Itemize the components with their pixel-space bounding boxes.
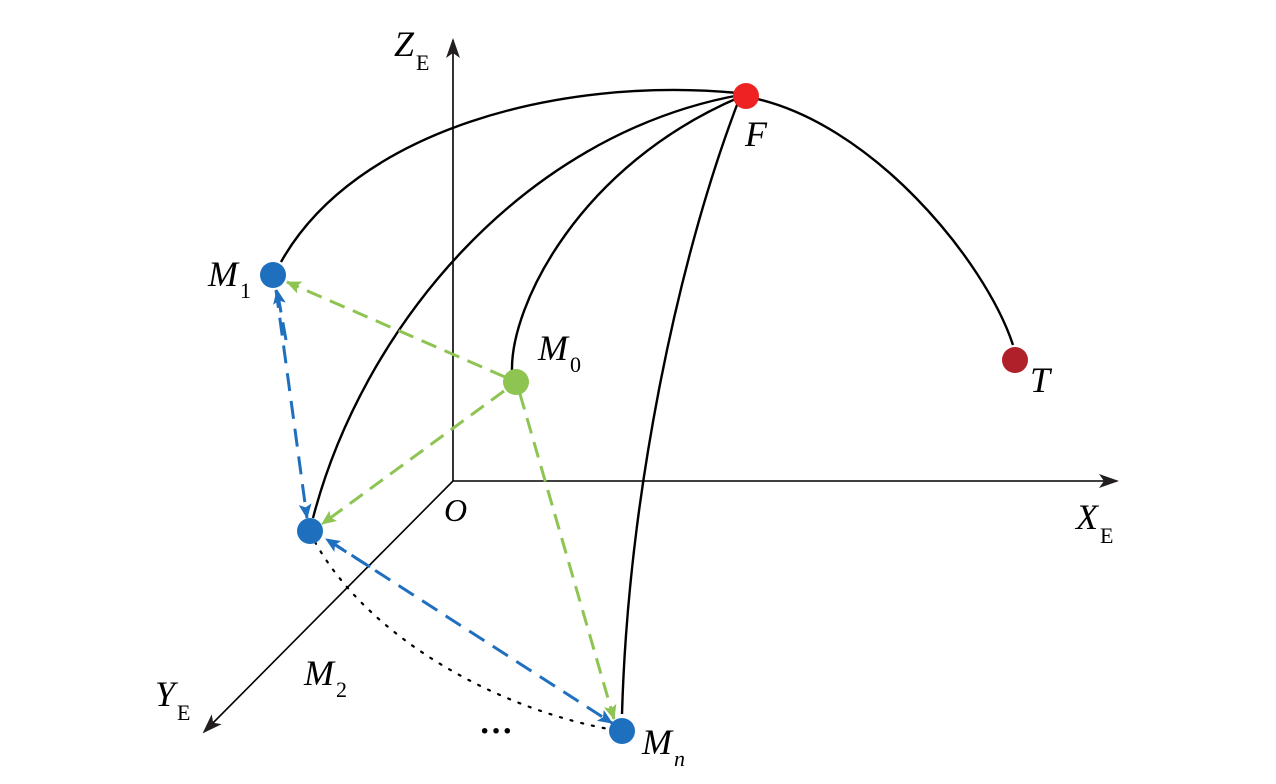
label-m1: M1 [207, 254, 251, 303]
arrow-m2-m1-head [273, 288, 288, 341]
z-axis-label: ZE [394, 24, 429, 75]
point-m1 [260, 262, 286, 288]
arrow-m0-m1 [286, 280, 506, 379]
y-axis-label: YE [155, 674, 190, 725]
point-f [733, 83, 759, 109]
green-arrows [286, 280, 617, 721]
label-m2: M2 [303, 653, 347, 702]
trajectories [279, 88, 1015, 715]
ellipsis-label: ··· [479, 713, 513, 750]
label-m0: M0 [537, 328, 581, 377]
point-mn [609, 718, 635, 744]
label-t: T [1030, 360, 1053, 400]
point-t [1002, 347, 1028, 373]
arrow-mn-m2-head [325, 537, 371, 569]
x-axis-label: XE [1074, 497, 1113, 548]
trajectory-m0-f [510, 95, 741, 373]
point-m2 [297, 518, 323, 544]
label-f: F [744, 114, 768, 154]
label-mn: Mn [641, 722, 685, 771]
arrow-m0-mn [518, 393, 617, 721]
points [260, 83, 1028, 744]
arrow-m1-m2 [274, 289, 312, 520]
y-axis [202, 480, 454, 734]
swarm-dotted-curve [313, 540, 616, 732]
arrow-m2-mn [327, 538, 613, 725]
trajectory-m1-f [279, 88, 739, 263]
blue-arrows [273, 288, 613, 725]
point-m0 [503, 369, 529, 395]
trajectory-f-t [747, 95, 1015, 346]
origin-label: O [444, 492, 467, 528]
trajectory-mn-f [620, 96, 742, 715]
trajectory-m2-f [311, 93, 741, 519]
arrow-m0-m2 [321, 389, 505, 526]
